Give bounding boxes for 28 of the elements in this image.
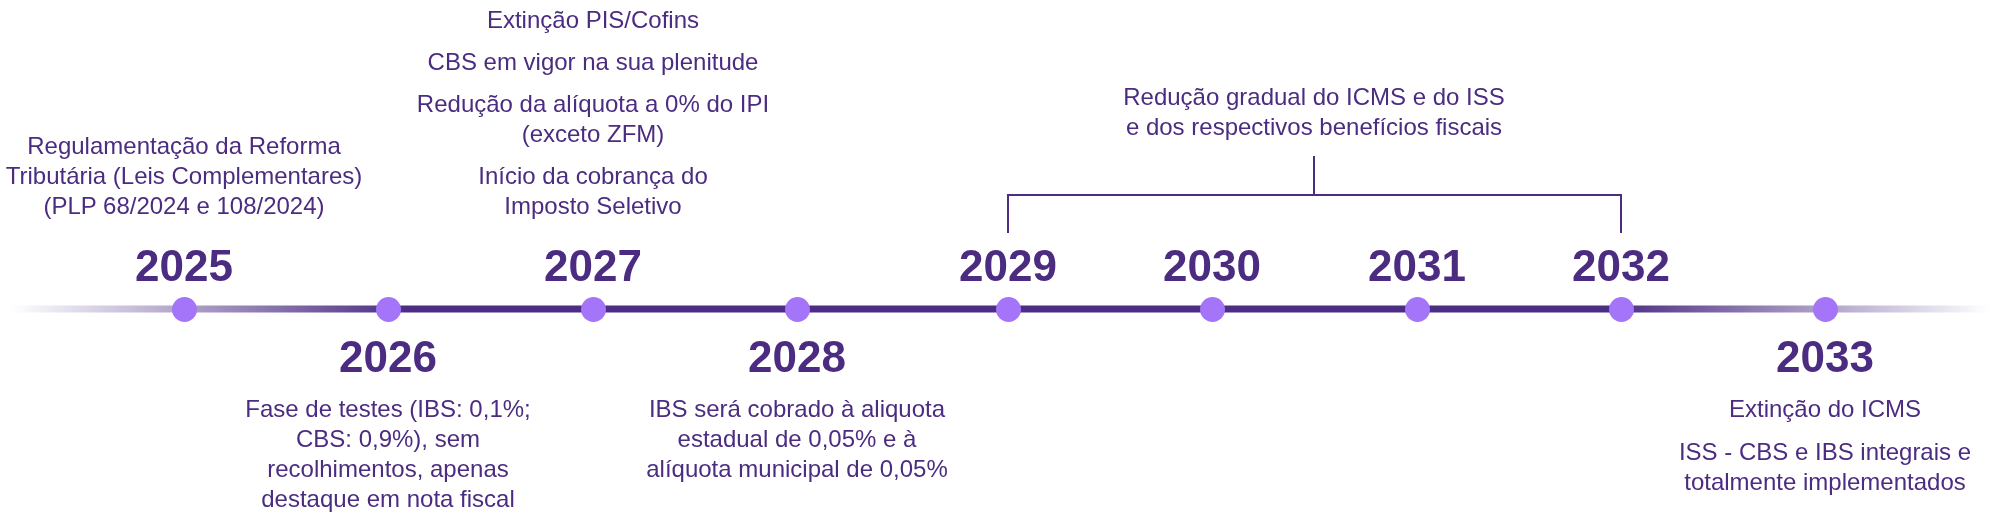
milestone-text: Extinção PIS/Cofins (485, 5, 701, 35)
timeline-dot (171, 296, 197, 322)
year-label: 2026 (339, 335, 437, 379)
timeline-dot (784, 296, 810, 322)
year-label: 2031 (1368, 244, 1466, 288)
year-label: 2033 (1776, 335, 1874, 379)
milestone-text: Extinção do ICMS (1727, 394, 1923, 424)
milestone-text: Início da cobrança do Imposto Seletivo (477, 161, 709, 221)
timeline-dot (580, 296, 606, 322)
year-label: 2032 (1572, 244, 1670, 288)
year-label: 2030 (1163, 244, 1261, 288)
milestone-text: Redução da alíquota a 0% do IPI (exceto ZFM) (415, 89, 771, 149)
year-label: 2028 (748, 335, 846, 379)
year-label: 2025 (135, 244, 233, 288)
milestone-text: ISS - CBS e IBS integrais e totalmente implementados (1677, 437, 1973, 497)
milestone-text: IBS será cobrado à aliquota estadual de 0,05% e à alíquota municipal de 0,05% (645, 394, 949, 484)
timeline-dot (1608, 296, 1634, 322)
year-label: 2029 (959, 244, 1057, 288)
milestone-text: Fase de testes (IBS: 0,1%; CBS: 0,9%), sem recolhimentos, apenas destaque em nota fiscal (244, 394, 532, 514)
milestone-text: Regulamentação da Reforma Tributária (Leis Complementares) (PLP 68/2024 e 108/2024) (4, 131, 364, 221)
bracket-label: Redução gradual do ICMS e do ISS e dos respectivos benefícios fiscais (1122, 82, 1506, 142)
timeline-dot (375, 296, 401, 322)
timeline-dot (1404, 296, 1430, 322)
timeline-dot (1199, 296, 1225, 322)
milestone-text: CBS em vigor na sua plenitude (426, 47, 760, 77)
timeline-dot (995, 296, 1021, 322)
timeline-dot (1812, 296, 1838, 322)
year-label: 2027 (544, 244, 642, 288)
